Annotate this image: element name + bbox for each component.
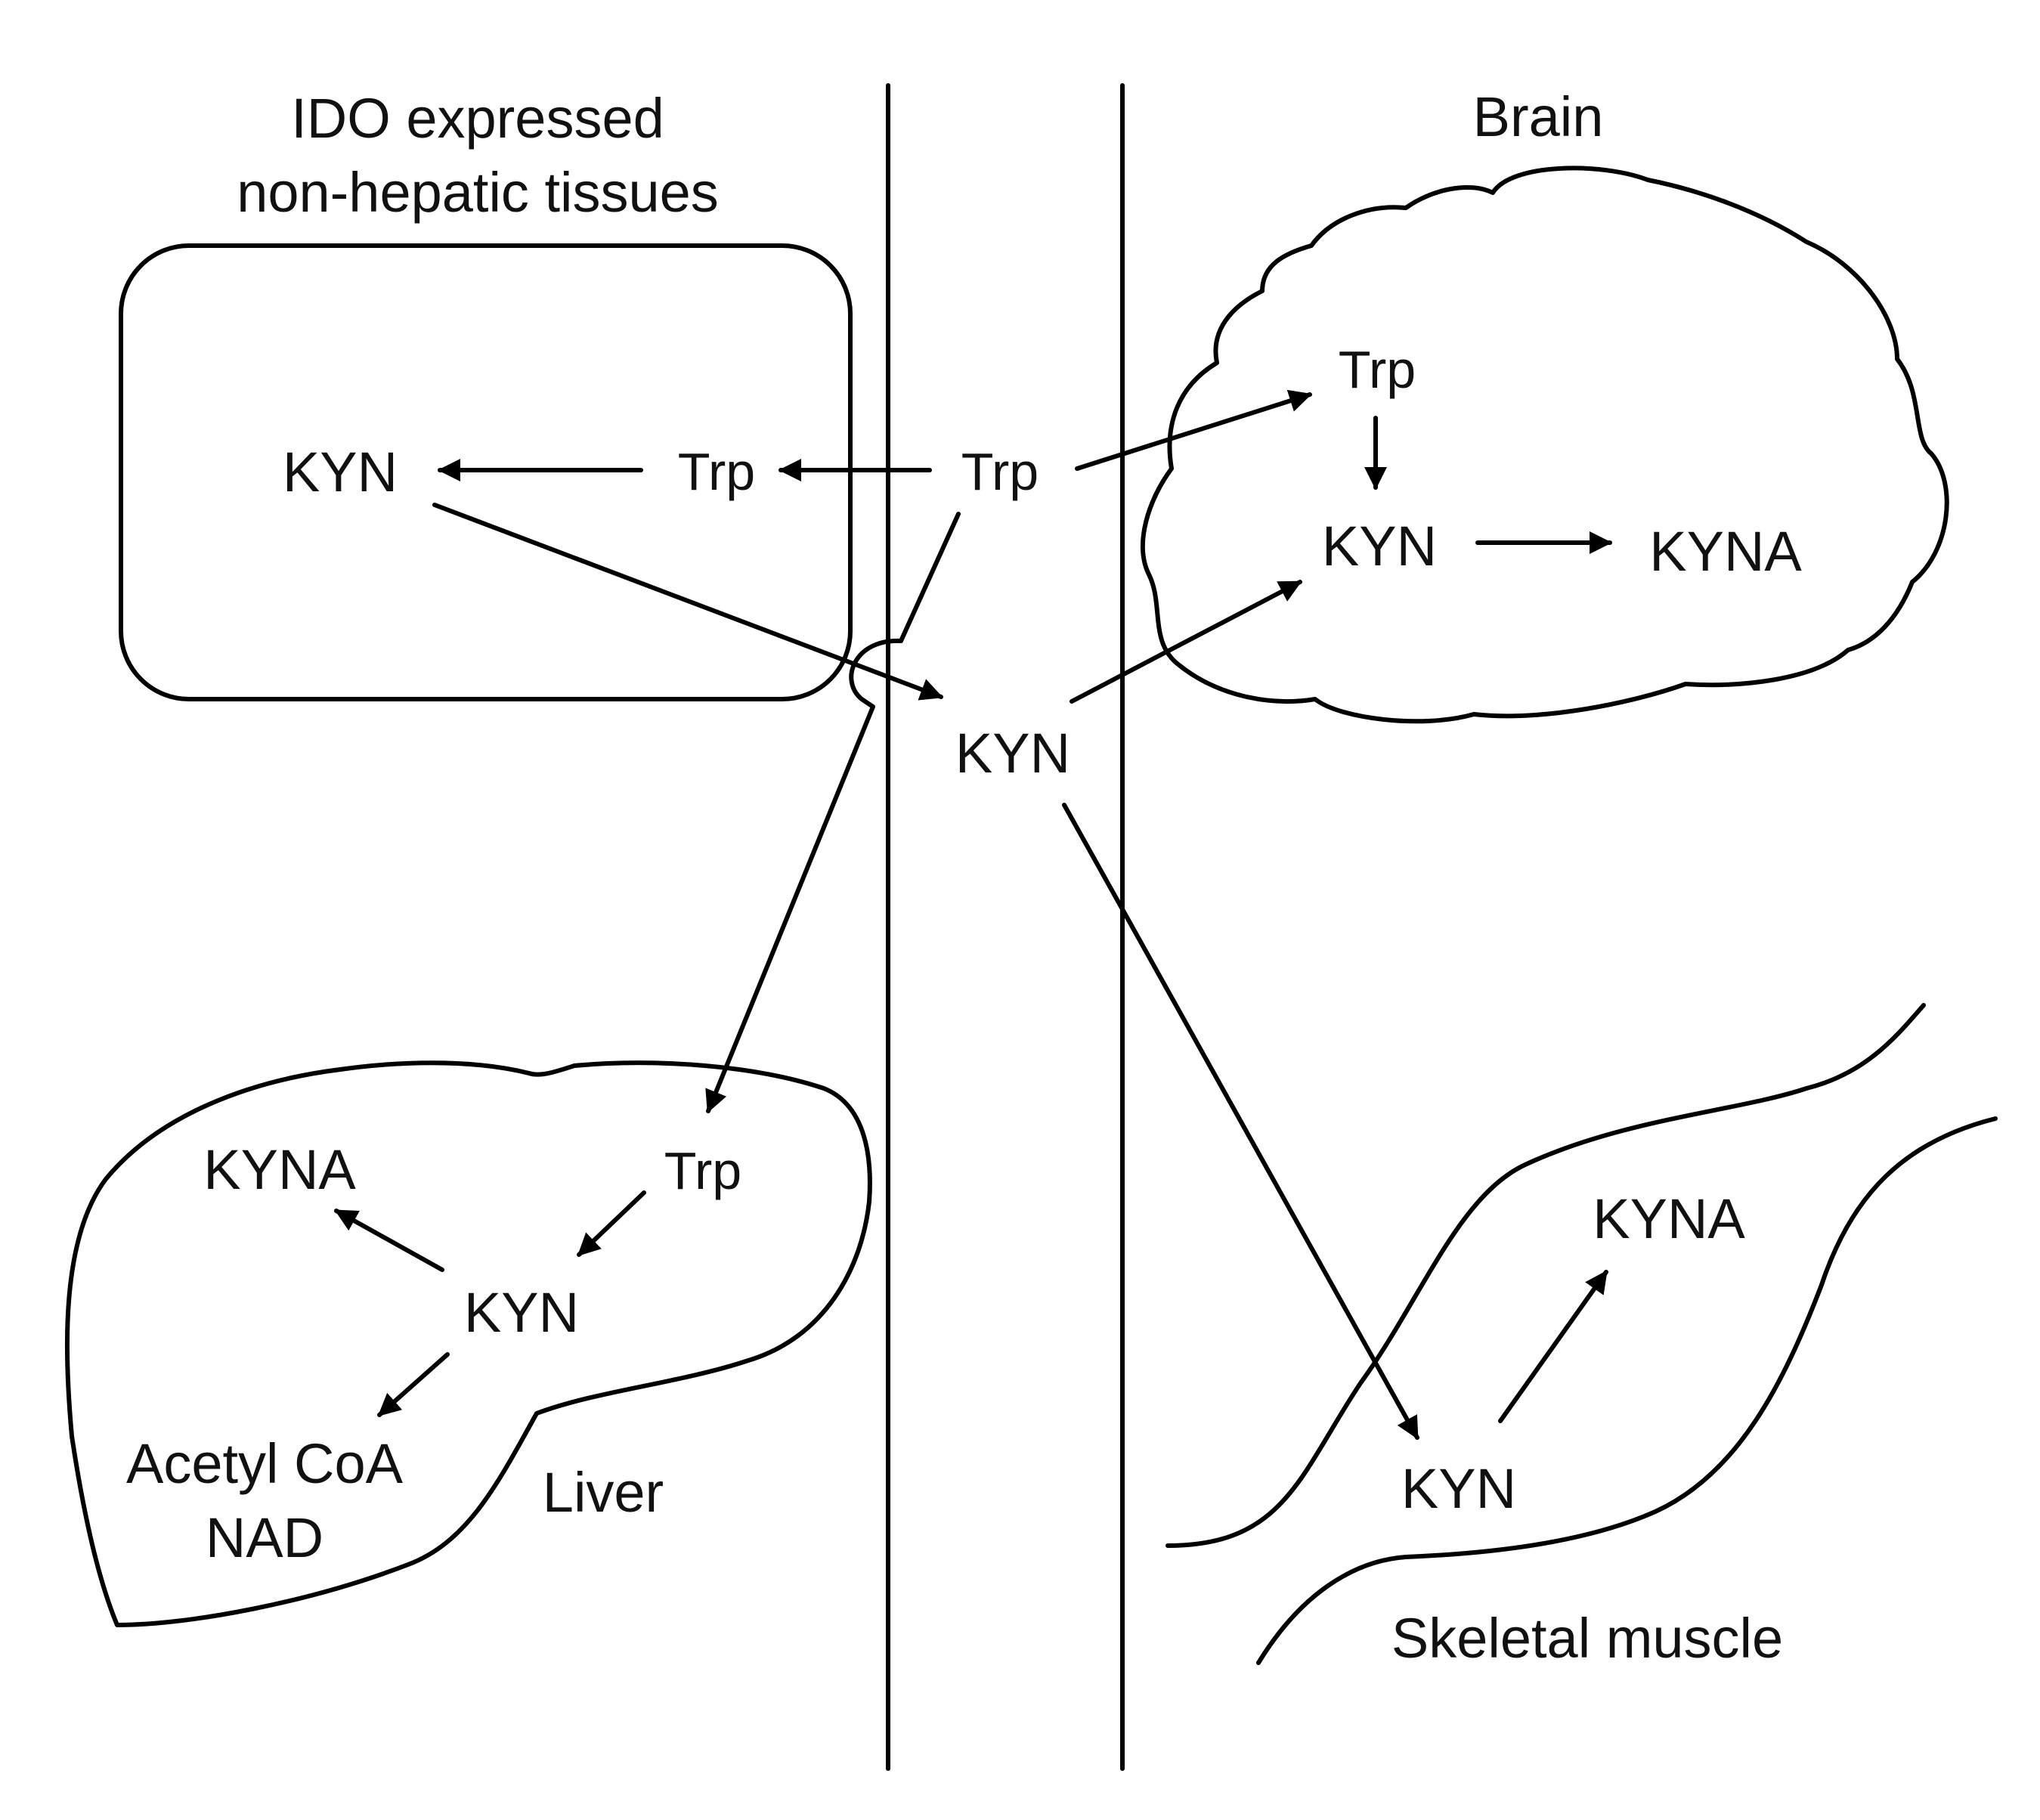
ido-title-line1: IDO expressed: [291, 87, 664, 150]
liver-product-line2: NAD: [206, 1506, 323, 1569]
arrow-blood-kyn-to-muscle-kyn: [1062, 803, 1419, 1440]
blood-kyn-label: KYN: [955, 722, 1070, 785]
muscle-kyna-label: KYNA: [1593, 1187, 1745, 1250]
muscle-outline-lower: [1256, 1116, 1998, 1665]
brain-title: Brain: [1473, 85, 1604, 148]
muscle-kyn-label: KYN: [1401, 1457, 1516, 1520]
arrow-liver-kyn-to-kyna: [334, 1209, 444, 1272]
liver-kyna-label: KYNA: [203, 1138, 356, 1201]
arrow-liver-kyn-to-products: [377, 1352, 450, 1417]
arrow-blood-trp-to-brain-trp: [1075, 389, 1312, 471]
arrow-liver-trp-to-kyn: [577, 1190, 646, 1257]
muscle-title: Skeletal muscle: [1391, 1607, 1783, 1670]
brain-kyna-label: KYNA: [1649, 520, 1802, 583]
liver-title: Liver: [543, 1461, 664, 1524]
ido-title-line2: non-hepatic tissues: [237, 161, 719, 224]
ido-kyn-label: KYN: [283, 441, 398, 503]
arrow-muscle-kyn-to-kyna: [1498, 1270, 1608, 1423]
brain-outline: [1141, 166, 1949, 724]
muscle-outline-upper: [1165, 1003, 1926, 1548]
ido-trp-label: Trp: [678, 442, 755, 501]
arrow-ido-kyn-to-blood-kyn: [432, 503, 943, 701]
brain-kyn-label: KYN: [1322, 515, 1437, 577]
arrow-blood-trp-to-liver-trp: [705, 512, 961, 1113]
liver-outline: [64, 1060, 872, 1627]
arrow-blood-kyn-to-brain-kyn: [1070, 580, 1302, 704]
liver-trp-label: Trp: [664, 1141, 741, 1200]
brain-trp-label: Trp: [1339, 340, 1416, 399]
liver-product-line1: Acetyl CoA: [126, 1432, 404, 1495]
liver-kyn-label: KYN: [464, 1281, 579, 1344]
blood-trp-label: Trp: [961, 442, 1039, 501]
